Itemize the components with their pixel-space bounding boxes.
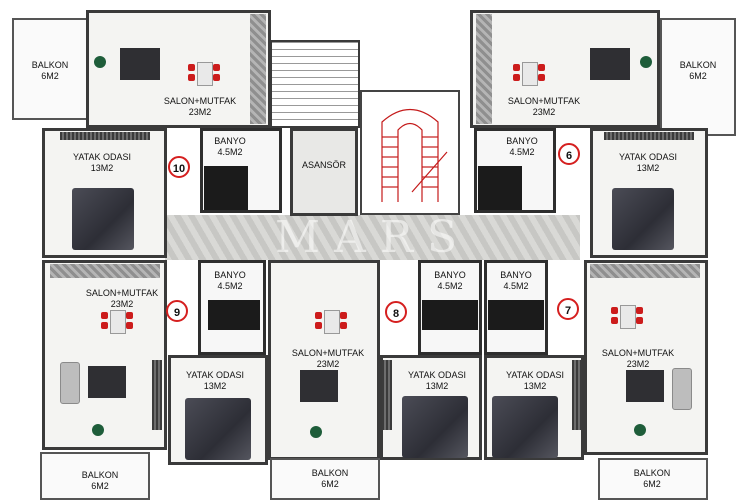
bath-label-unit-8: BANYO 4.5M2 xyxy=(434,270,466,291)
balcony-label-unit-9: BALKON 6M2 xyxy=(81,470,119,491)
rug-unit-7 xyxy=(626,370,664,402)
salon-label-unit-10: SALON+MUTFAK 23M2 xyxy=(163,96,237,117)
salon-unit-9 xyxy=(42,260,167,450)
unit-number-8: 8 xyxy=(385,301,407,323)
bath-label-unit-6: BANYO 4.5M2 xyxy=(506,136,538,157)
chair xyxy=(213,64,220,71)
chair xyxy=(636,317,643,324)
bath-label-unit-9: BANYO 4.5M2 xyxy=(214,270,246,291)
balcony-label-unit-10: BALKON 6M2 xyxy=(31,60,69,81)
shower-unit-6 xyxy=(478,166,522,210)
elevator-shaft xyxy=(290,128,358,216)
wardrobe-unit-7 xyxy=(572,360,582,430)
chair xyxy=(611,317,618,324)
bedroom-label-unit-9: YATAK ODASI 13M2 xyxy=(185,370,244,391)
salon-label-unit-7: SALON+MUTFAK 23M2 xyxy=(601,348,675,369)
salon-unit-7 xyxy=(584,260,708,455)
kitchen-counter-unit-10 xyxy=(250,14,266,124)
bedroom-label-unit-6: YATAK ODASI 13M2 xyxy=(618,152,677,173)
dining-table-unit-7 xyxy=(620,305,636,329)
sofa-unit-7 xyxy=(672,368,692,410)
bed-unit-9 xyxy=(185,398,251,460)
unit-number-9: 9 xyxy=(166,300,188,322)
plant-unit-7 xyxy=(634,424,646,436)
chair xyxy=(513,64,520,71)
dining-table-unit-10 xyxy=(197,62,213,86)
bedroom-label-unit-8: YATAK ODASI 13M2 xyxy=(407,370,466,391)
elevator-label: ASANSÖR xyxy=(301,160,346,170)
balcony-unit-8 xyxy=(270,458,380,500)
chair xyxy=(340,322,347,329)
balcony-unit-6 xyxy=(660,18,736,136)
chair xyxy=(101,322,108,329)
wardrobe-unit-9 xyxy=(152,360,162,430)
wardrobe-unit-6 xyxy=(604,132,694,140)
bed-unit-6 xyxy=(612,188,674,250)
balcony-label-unit-6: BALKON 6M2 xyxy=(679,60,717,81)
chair xyxy=(636,307,643,314)
balcony-label-unit-7: BALKON 6M2 xyxy=(633,468,671,489)
kitchen-counter-unit-9 xyxy=(50,264,160,278)
kitchen-counter-unit-7 xyxy=(590,264,700,278)
rug-unit-6 xyxy=(590,48,630,80)
stair-drawing xyxy=(381,109,448,202)
stairwell xyxy=(360,90,460,215)
shower-unit-10 xyxy=(204,166,248,210)
rug-unit-10 xyxy=(120,48,160,80)
shower-unit-8 xyxy=(422,300,478,330)
corridor xyxy=(165,215,580,260)
bedroom-label-unit-7: YATAK ODASI 13M2 xyxy=(505,370,564,391)
dining-table-unit-9 xyxy=(110,310,126,334)
chair xyxy=(188,74,195,81)
bath-label-unit-10: BANYO 4.5M2 xyxy=(214,136,246,157)
sofa-unit-9 xyxy=(60,362,80,404)
dining-table-unit-8 xyxy=(324,310,340,334)
wardrobe-unit-10 xyxy=(60,132,150,140)
plant-unit-6 xyxy=(640,56,652,68)
bed-unit-7 xyxy=(492,396,558,458)
chair xyxy=(213,74,220,81)
chair xyxy=(538,74,545,81)
balcony-unit-10 xyxy=(12,18,88,120)
bath-label-unit-7: BANYO 4.5M2 xyxy=(500,270,532,291)
kitchen-counter-unit-6 xyxy=(476,14,492,124)
unit-number-7: 7 xyxy=(557,298,579,320)
balcony-unit-9 xyxy=(40,452,150,500)
salon-label-unit-6: SALON+MUTFAK 23M2 xyxy=(507,96,581,117)
stair-landing-left xyxy=(270,40,360,128)
shower-unit-9 xyxy=(208,300,260,330)
balcony-label-unit-8: BALKON 6M2 xyxy=(311,468,349,489)
bedroom-label-unit-10: YATAK ODASI 13M2 xyxy=(72,152,131,173)
chair xyxy=(611,307,618,314)
rug-unit-9 xyxy=(88,366,126,398)
chair xyxy=(315,322,322,329)
chair xyxy=(340,312,347,319)
salon-unit-10 xyxy=(86,10,271,128)
wardrobe-unit-8 xyxy=(382,360,392,430)
plant-unit-8 xyxy=(310,426,322,438)
salon-label-unit-8: SALON+MUTFAK 23M2 xyxy=(291,348,365,369)
salon-unit-8 xyxy=(268,260,380,460)
plant-unit-9 xyxy=(92,424,104,436)
balcony-unit-7 xyxy=(598,458,708,500)
plant-unit-10 xyxy=(94,56,106,68)
dining-table-unit-6 xyxy=(522,62,538,86)
bed-unit-8 xyxy=(402,396,468,458)
bed-unit-10 xyxy=(72,188,134,250)
unit-number-6: 6 xyxy=(558,143,580,165)
chair xyxy=(513,74,520,81)
rug-unit-8 xyxy=(300,370,338,402)
chair xyxy=(126,322,133,329)
chair xyxy=(188,64,195,71)
unit-number-10: 10 xyxy=(168,156,190,178)
watermark: MARS xyxy=(275,212,472,263)
shower-unit-7 xyxy=(488,300,544,330)
salon-label-unit-9: SALON+MUTFAK 23M2 xyxy=(85,288,159,309)
chair xyxy=(538,64,545,71)
chair xyxy=(101,312,108,319)
chair xyxy=(126,312,133,319)
chair xyxy=(315,312,322,319)
